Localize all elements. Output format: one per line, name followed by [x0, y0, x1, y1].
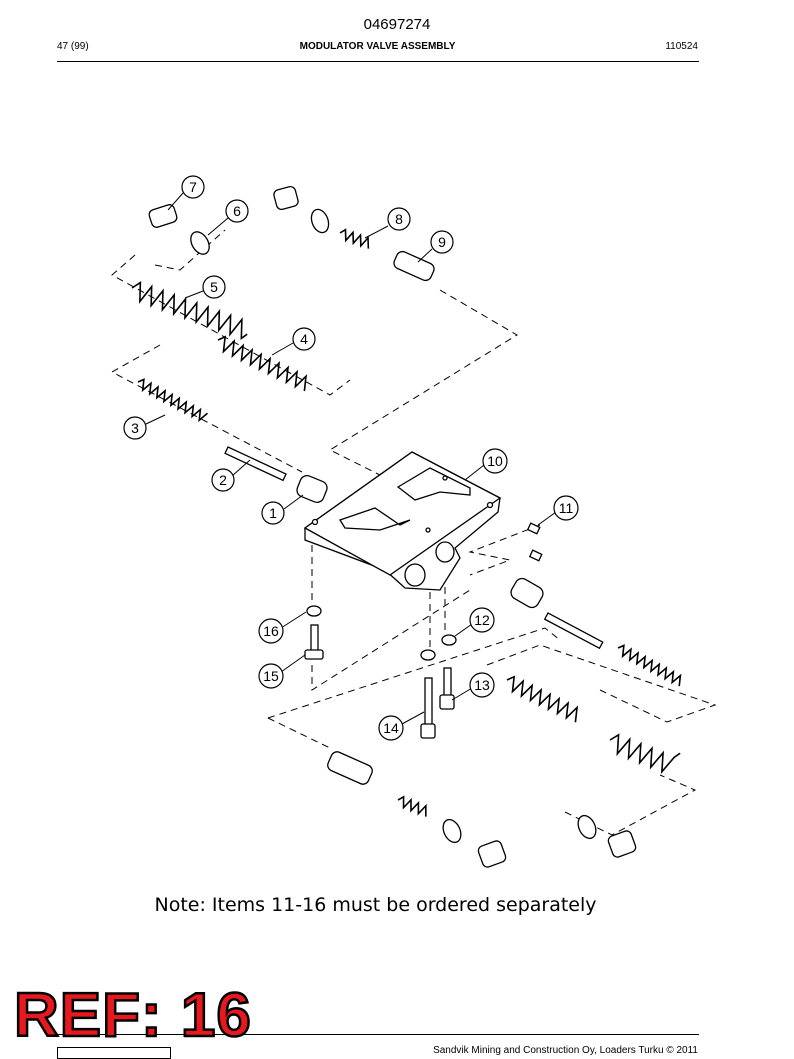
o-ring-parts [190, 208, 597, 844]
document-number: 04697274 [363, 16, 431, 33]
pin-and-spool-parts [224, 250, 604, 785]
spring-parts [131, 228, 682, 817]
callout-14: 14 [378, 715, 404, 741]
callout-16: 16 [258, 618, 284, 644]
callout-label-12: 12 [474, 612, 490, 628]
valve-body [303, 451, 502, 591]
callout-label-10: 10 [487, 453, 503, 469]
page-indicator: 47 (99) [57, 41, 89, 52]
plug-parts [148, 185, 637, 868]
callout-15: 15 [258, 663, 284, 689]
callout-1: 1 [261, 501, 285, 525]
callout-leaders [145, 192, 557, 725]
callout-4: 4 [292, 327, 316, 351]
callout-label-9: 9 [438, 234, 446, 250]
callout-label-5: 5 [210, 279, 218, 295]
callout-5: 5 [202, 275, 226, 299]
callout-9: 9 [430, 230, 454, 254]
footer-divider [57, 1034, 699, 1035]
callout-label-7: 7 [189, 179, 197, 195]
callout-label-15: 15 [263, 668, 279, 684]
page-title: MODULATOR VALVE ASSEMBLY [299, 41, 456, 52]
callout-label-8: 8 [395, 211, 403, 227]
callout-label-6: 6 [233, 203, 241, 219]
callout-11: 11 [553, 495, 579, 521]
callout-label-13: 13 [474, 677, 490, 693]
callout-label-3: 3 [131, 420, 139, 436]
callout-label-14: 14 [383, 720, 399, 736]
callout-label-11: 11 [559, 500, 574, 516]
page-header: 47 (99) MODULATOR VALVE ASSEMBLY 110524 [57, 41, 698, 55]
callout-label-2: 2 [219, 472, 227, 488]
date-code: 110524 [665, 41, 698, 52]
callout-10: 10 [482, 448, 508, 474]
callout-8: 8 [387, 207, 411, 231]
callout-label-1: 1 [269, 505, 277, 521]
callout-3: 3 [123, 416, 147, 440]
header-divider [57, 61, 699, 62]
callout-12: 12 [469, 607, 495, 633]
callout-2: 2 [211, 468, 235, 492]
callout-6: 6 [225, 199, 249, 223]
callout-bubbles: 7 6 8 9 5 4 3 2 1 10 11 12 13 14 15 16 [123, 175, 579, 741]
callout-13: 13 [469, 672, 495, 698]
ordering-note: Note: Items 11-16 must be ordered separa… [154, 894, 597, 916]
reference-stamp: REF: 16 [13, 981, 252, 1050]
callout-7: 7 [181, 175, 205, 199]
callout-label-16: 16 [263, 623, 279, 639]
callout-label-4: 4 [300, 331, 308, 347]
footer-copyright: Sandvik Mining and Construction Oy, Load… [433, 1045, 698, 1056]
